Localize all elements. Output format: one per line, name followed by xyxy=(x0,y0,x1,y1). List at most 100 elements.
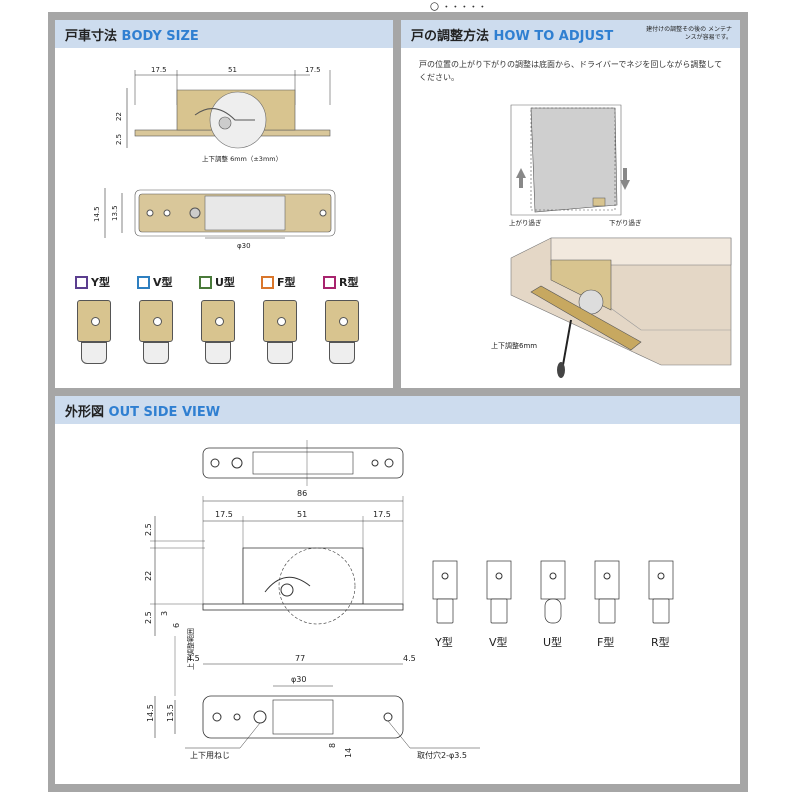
profile-label: F型 xyxy=(597,635,614,649)
profile-wheel xyxy=(544,598,562,624)
type-wheel-image xyxy=(77,300,111,342)
profile-hole xyxy=(657,572,665,580)
type-wheel-profile xyxy=(143,342,169,364)
type-label-text: R型 xyxy=(339,276,359,289)
type-label-text: V型 xyxy=(153,276,173,289)
dim-25a-text: 2.5 xyxy=(144,523,153,536)
dim-3-text: 3 xyxy=(160,611,169,616)
profile-body xyxy=(432,560,458,600)
adjust-note: 上下調整 6mm（±3mm） xyxy=(202,154,282,163)
screw-label: 上下用ねじ xyxy=(190,751,230,760)
type-label-0: Y型 xyxy=(75,274,110,290)
dim-phi30-text: φ30 xyxy=(237,242,251,250)
profile-hole xyxy=(441,572,449,580)
dim-77-text: 77 xyxy=(295,654,305,663)
dim-51-text: 51 xyxy=(297,510,307,519)
dim-175b-text: 17.5 xyxy=(373,510,391,519)
screwdriver-icon xyxy=(562,319,572,366)
type-label-3: F型 xyxy=(261,274,296,290)
type-wheel-profile xyxy=(81,342,107,364)
body-size-title-jp: 戸車寸法 xyxy=(65,29,118,44)
arrow-down-icon xyxy=(620,180,630,190)
dim-h22-text: 22 xyxy=(115,112,123,121)
type-swatch-icon xyxy=(323,275,336,289)
dim-145-text: 14.5 xyxy=(93,206,101,222)
type-wheel-image xyxy=(263,300,297,342)
range-label: 上下調整範囲 xyxy=(186,628,195,670)
adjust-drawing: 上がり過ぎ 下がり過ぎ 上下調整6mm xyxy=(491,104,732,378)
type-label-1: V型 xyxy=(137,274,173,290)
profile-label: U型 xyxy=(543,635,562,649)
type-wheel-image xyxy=(325,300,359,342)
outside-title-en: OUT SIDE VIEW xyxy=(108,405,221,420)
profile-wheel xyxy=(490,598,508,624)
type-label-4: R型 xyxy=(323,274,358,290)
dim-25b-text: 2.5 xyxy=(144,611,153,624)
how-to-adjust-panel: 戸の調整方法 HOW TO ADJUST 建付けの調整その後の メンテナンスが容… xyxy=(401,20,740,388)
adjust-title-en: HOW TO ADJUST xyxy=(493,29,614,44)
profile-hole xyxy=(495,572,503,580)
profile-hole xyxy=(603,572,611,580)
type-wheel-profile xyxy=(205,342,231,364)
outside-view-panel: 外形図 OUT SIDE VIEW 86 17.5 51 17.5 2.5 22… xyxy=(55,396,740,784)
dim-45a-text: 4.5 xyxy=(187,654,200,663)
adjust-title-jp: 戸の調整方法 xyxy=(411,29,490,44)
outside-view-drawing: 86 17.5 51 17.5 2.5 22 2.5 3 6 上下調整範囲 4.… xyxy=(144,440,674,760)
profile-body xyxy=(594,560,620,600)
dim-22-text: 22 xyxy=(144,571,153,581)
type-wheel-image xyxy=(201,300,235,342)
dim-left-text: 17.5 xyxy=(151,66,167,74)
type-label-text: Y型 xyxy=(91,276,110,289)
dim-h25-text: 2.5 xyxy=(115,134,123,145)
profile-label: V型 xyxy=(489,635,508,649)
type-wheel-profile xyxy=(329,342,355,364)
type-swatch-icon xyxy=(261,275,274,289)
dim-14-text: 14 xyxy=(344,748,353,758)
dim-175a-text: 17.5 xyxy=(215,510,233,519)
body-size-drawing: 17.5 51 17.5 22 2.5 上下調整 6mm（±3mm） 14.5 … xyxy=(93,66,336,250)
side-view-wheel xyxy=(278,547,356,625)
dim-6-text: 6 xyxy=(172,623,181,628)
profile-hole xyxy=(549,572,557,580)
profile-body xyxy=(540,560,566,600)
type-wheel-profile xyxy=(267,342,293,364)
type-wheel-image xyxy=(139,300,173,342)
profile-label: R型 xyxy=(651,635,670,649)
profile-wheel xyxy=(598,598,616,624)
profile-wheel xyxy=(652,598,670,624)
dim-135-b-text: 13.5 xyxy=(166,704,175,722)
dim-phi30-b-text: φ30 xyxy=(291,675,306,684)
profile-body xyxy=(486,560,512,600)
how-to-adjust-header: 戸の調整方法 HOW TO ADJUST 建付けの調整その後の メンテナンスが容… xyxy=(401,20,740,48)
body-size-panel: 戸車寸法 BODY SIZE 17.5 51 17.5 22 2.5 上下調整 … xyxy=(55,20,393,388)
outside-title-jp: 外形図 xyxy=(65,405,105,420)
body-size-title-en: BODY SIZE xyxy=(121,29,199,44)
dim-135-text: 13.5 xyxy=(111,205,119,221)
profile-body xyxy=(648,560,674,600)
label-adjust: 上下調整6mm xyxy=(491,341,537,350)
dim-86-text: 86 xyxy=(297,489,307,498)
body-size-header: 戸車寸法 BODY SIZE xyxy=(55,20,393,48)
type-label-2: U型 xyxy=(199,274,235,290)
adjust-note-text: 建付けの調整その後の メンテナンスが容易です。 xyxy=(646,26,732,41)
hole-label: 取付穴2-φ3.5 xyxy=(417,750,467,760)
outside-view-header: 外形図 OUT SIDE VIEW xyxy=(55,396,740,424)
label-down: 下がり過ぎ xyxy=(609,218,642,227)
dim-right-text: 17.5 xyxy=(305,66,321,74)
profile-wheel xyxy=(436,598,454,624)
label-up: 上がり過ぎ xyxy=(509,218,542,227)
door-panel xyxy=(530,107,618,213)
arrow-up-icon xyxy=(516,168,526,178)
dim-145-b-text: 14.5 xyxy=(146,704,155,722)
cropped-top-text: 〇 ・・・・・ xyxy=(430,3,487,13)
type-label-text: U型 xyxy=(215,276,235,289)
type-swatch-icon xyxy=(137,275,150,289)
type-label-text: F型 xyxy=(277,276,296,289)
type-swatch-icon xyxy=(75,275,88,289)
adjust-screw-icon xyxy=(218,116,232,130)
dim-mid-text: 51 xyxy=(228,66,237,74)
adjust-description: 戸の位置の上がり下がりの調整は底面から、ドライバーでネジを回しながら調整してくだ… xyxy=(419,60,723,82)
type-swatch-icon xyxy=(199,275,212,289)
dim-45b-text: 4.5 xyxy=(403,654,416,663)
